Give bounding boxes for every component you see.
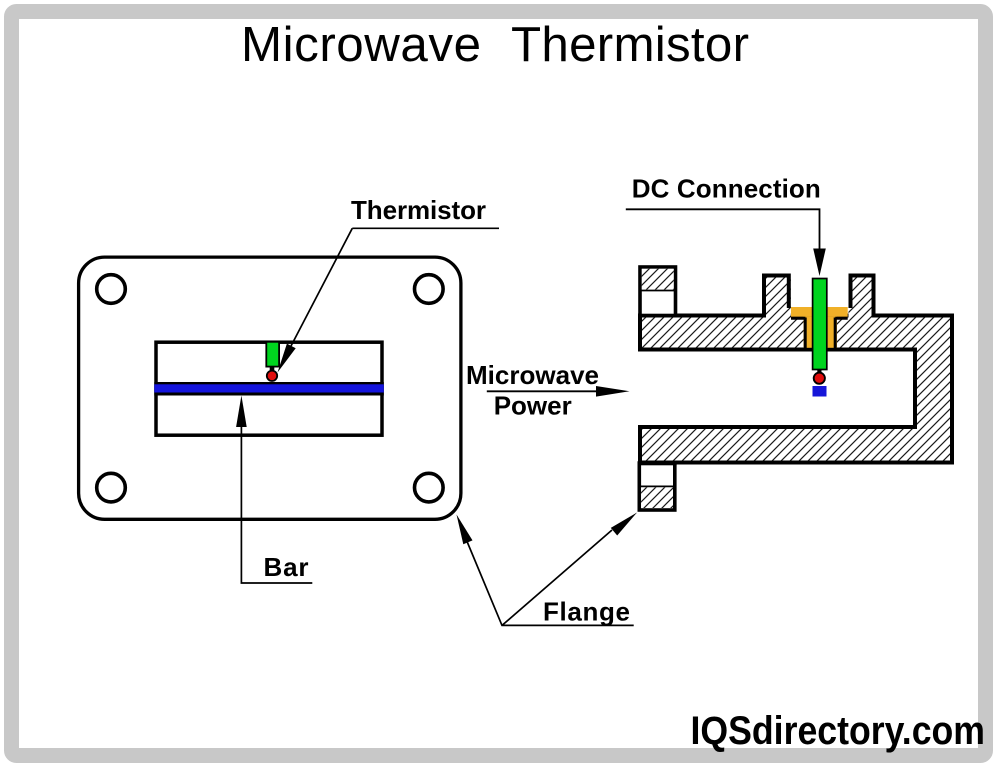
svg-text:Thermistor: Thermistor: [351, 195, 486, 225]
svg-text:Flange: Flange: [543, 597, 630, 627]
svg-text:IQSdirectory.com: IQSdirectory.com: [691, 709, 986, 753]
svg-text:Bar: Bar: [264, 552, 309, 582]
svg-text:Microwave: Microwave: [466, 360, 599, 390]
svg-text:Power: Power: [494, 391, 572, 421]
svg-text:DC Connection: DC Connection: [632, 174, 821, 204]
